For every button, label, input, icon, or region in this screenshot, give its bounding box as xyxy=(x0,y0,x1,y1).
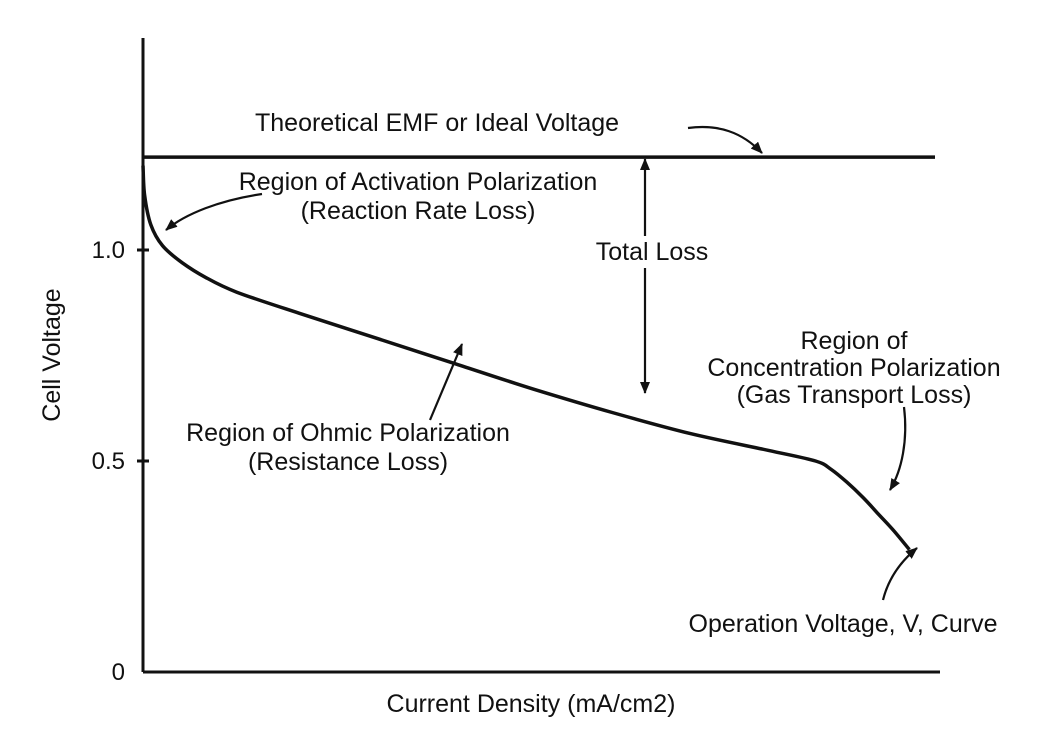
operation-label: Operation Voltage, V, Curve xyxy=(689,610,998,638)
activation-label-line2: (Reaction Rate Loss) xyxy=(301,197,536,225)
operation-arrow xyxy=(881,547,918,601)
concentration-label-line1: Region of xyxy=(800,327,907,355)
y-tick-label: 0.5 xyxy=(92,448,125,475)
y-ticks: 1.0 0.5 0 xyxy=(92,237,149,686)
ohmic-arrow xyxy=(428,343,464,421)
ohmic-label-line2: (Resistance Loss) xyxy=(248,448,448,476)
activation-arrow xyxy=(165,192,263,231)
x-axis-label: Current Density (mA/cm2) xyxy=(387,690,676,718)
ideal-voltage-arrow xyxy=(687,125,763,154)
concentration-arrow xyxy=(889,406,907,491)
ideal-voltage-label: Theoretical EMF or Ideal Voltage xyxy=(255,109,619,137)
y-axis-label: Cell Voltage xyxy=(38,288,66,421)
ohmic-label-line1: Region of Ohmic Polarization xyxy=(186,419,510,447)
activation-label-line1: Region of Activation Polarization xyxy=(239,168,598,196)
concentration-label-line3: (Gas Transport Loss) xyxy=(737,381,972,409)
y-tick-label: 0 xyxy=(112,659,125,686)
operation-voltage-curve xyxy=(141,165,911,551)
y-tick-label: 1.0 xyxy=(92,237,125,264)
concentration-label-line2: Concentration Polarization xyxy=(707,354,1000,382)
total-loss-label: Total Loss xyxy=(596,238,709,266)
